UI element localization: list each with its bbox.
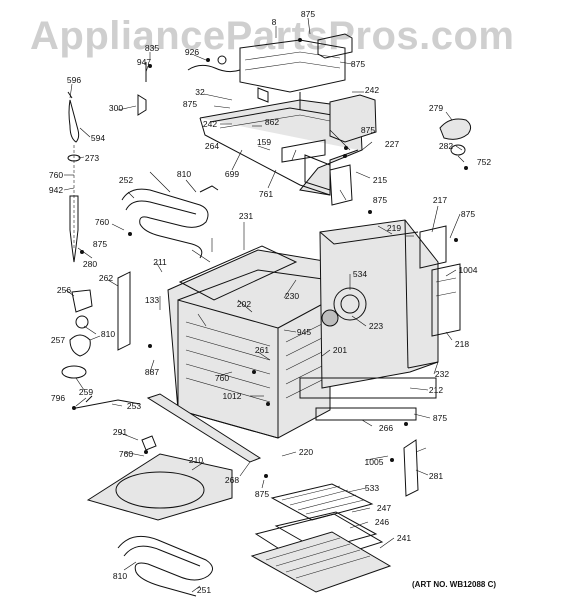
callout-223: 223 — [368, 320, 384, 331]
callout-212: 212 — [428, 384, 444, 395]
callout-133: 133 — [144, 294, 160, 305]
door-hinge — [403, 439, 427, 497]
callout-282: 282 — [438, 140, 454, 151]
callout-760-c: 760 — [214, 372, 230, 383]
callout-32: 32 — [195, 86, 205, 97]
callout-251: 251 — [196, 584, 212, 595]
callout-760-a: 760 — [48, 169, 64, 180]
callout-534: 534 — [352, 268, 368, 279]
callout-159: 159 — [256, 136, 272, 147]
callout-810-c: 810 — [112, 570, 128, 581]
callout-533: 533 — [364, 482, 380, 493]
callout-1005: 1005 — [364, 456, 384, 467]
art-number: (ART NO. WB12088 C) — [412, 580, 497, 589]
callout-201: 201 — [332, 344, 348, 355]
callout-230: 230 — [284, 290, 300, 301]
back-panel — [319, 219, 439, 389]
callout-945: 945 — [296, 326, 312, 337]
callout-596: 596 — [66, 74, 82, 85]
callout-202: 202 — [236, 298, 252, 309]
callout-257: 257 — [50, 334, 66, 345]
callout-227: 227 — [384, 138, 400, 149]
side-bracket — [419, 225, 461, 337]
callout-761: 761 — [258, 188, 274, 199]
callout-810-a: 810 — [176, 168, 192, 179]
callout-875-c: 875 — [350, 58, 366, 69]
callout-231: 231 — [238, 210, 254, 221]
callout-266: 266 — [378, 422, 394, 433]
callout-8: 8 — [271, 16, 277, 27]
callout-875-g: 875 — [92, 238, 108, 249]
callout-264: 264 — [204, 140, 220, 151]
bake-element-lower — [117, 535, 213, 597]
callout-256: 256 — [56, 284, 72, 295]
upper-frame-assembly — [187, 33, 377, 206]
callout-760-b: 760 — [94, 216, 110, 227]
callout-253: 253 — [126, 400, 142, 411]
callout-835: 835 — [144, 42, 160, 53]
callout-796: 796 — [50, 392, 66, 403]
callout-268: 268 — [224, 474, 240, 485]
callout-594: 594 — [90, 132, 106, 143]
sensor-wire — [75, 395, 141, 409]
callout-875-h: 875 — [432, 412, 448, 423]
side-panel-left — [61, 271, 131, 379]
callout-261: 261 — [254, 344, 270, 355]
thermostat-probe-group — [67, 62, 147, 263]
trim-strips — [141, 377, 437, 463]
callout-1012: 1012 — [222, 390, 242, 401]
callout-760-d: 760 — [118, 448, 134, 459]
callout-215: 215 — [372, 174, 388, 185]
callout-875-e: 875 — [372, 194, 388, 205]
callout-210: 210 — [188, 454, 204, 465]
fasteners — [72, 38, 468, 478]
callout-947: 947 — [136, 56, 152, 67]
callout-926: 926 — [184, 46, 200, 57]
callout-281: 281 — [428, 470, 444, 481]
callout-862: 862 — [264, 116, 280, 127]
callout-273: 273 — [84, 152, 100, 163]
callout-262: 262 — [98, 272, 114, 283]
callout-217: 217 — [432, 194, 448, 205]
callout-241: 241 — [396, 532, 412, 543]
callout-246: 246 — [374, 516, 390, 527]
callout-875-f: 875 — [460, 208, 476, 219]
callout-699: 699 — [224, 168, 240, 179]
callout-232: 232 — [434, 368, 450, 379]
callout-279: 279 — [428, 102, 444, 113]
callout-1004: 1004 — [458, 264, 478, 275]
callout-875-top: 875 — [300, 8, 316, 19]
callout-252: 252 — [118, 174, 134, 185]
callout-242-b: 242 — [364, 84, 380, 95]
leader-lines — [63, 17, 465, 593]
callout-242-a: 242 — [202, 118, 218, 129]
callout-875-d: 875 — [360, 124, 376, 135]
callout-887: 887 — [144, 366, 160, 377]
callout-219: 219 — [386, 222, 402, 233]
callout-218: 218 — [454, 338, 470, 349]
broil-element-upper — [121, 185, 219, 259]
bottom-cover — [86, 453, 233, 521]
callout-220: 220 — [298, 446, 314, 457]
callout-259: 259 — [78, 386, 94, 397]
callout-211: 211 — [153, 256, 167, 267]
callout-300: 300 — [108, 102, 124, 113]
callout-280: 280 — [82, 258, 98, 269]
callout-875-i: 875 — [254, 488, 270, 499]
callout-291: 291 — [112, 426, 128, 437]
callout-875-b: 875 — [182, 98, 198, 109]
callout-247: 247 — [376, 502, 392, 513]
callout-942: 942 — [48, 184, 64, 195]
callout-810-b: 810 — [100, 328, 116, 339]
oven-racks — [250, 483, 392, 593]
callout-752: 752 — [476, 156, 492, 167]
oven-cavity — [167, 245, 331, 439]
